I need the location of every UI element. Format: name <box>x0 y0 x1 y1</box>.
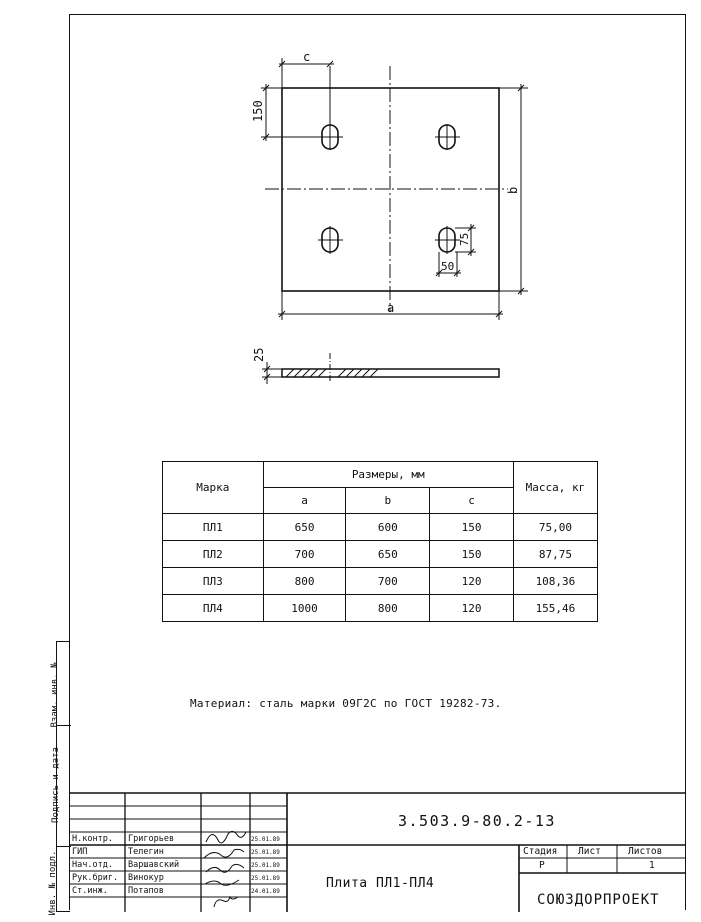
cell-marka: ПЛ4 <box>162 594 264 622</box>
cell-a: 650 <box>262 513 347 541</box>
header-dims: Размеры, мм <box>262 461 514 488</box>
table-row: ПЛ2 700 650 150 87,75 <box>162 540 599 568</box>
sign-date: 25.01.89 <box>251 849 280 856</box>
header-col-a: a <box>262 487 347 514</box>
header-col-c: c <box>429 487 514 514</box>
person-name: Варшавский <box>128 860 180 870</box>
signature-1 <box>205 830 247 844</box>
sign-date: 24.01.89 <box>251 888 280 895</box>
cell-mass: 108,36 <box>512 567 599 595</box>
cell-a: 800 <box>262 567 347 595</box>
role-label: ГИП <box>72 847 88 857</box>
hole-bottom-right <box>438 227 456 253</box>
cell-marka: ПЛ2 <box>162 540 264 568</box>
dim-label-a: a <box>387 301 394 315</box>
plate-section <box>281 368 500 378</box>
stage-label: Стадия <box>523 846 558 857</box>
dim-label-50: 50 <box>441 260 454 273</box>
cell-mass: 155,46 <box>512 594 599 622</box>
hole-top-right <box>438 124 456 150</box>
cell-c: 150 <box>429 540 514 568</box>
sheets-value: 1 <box>649 860 655 871</box>
cell-mass: 75,00 <box>512 513 599 541</box>
cell-c: 150 <box>429 513 514 541</box>
person-name: Потапов <box>128 886 164 896</box>
organization-name: СОЮЗДОРПРОЕКТ <box>537 892 660 908</box>
dim-label-b: b <box>506 187 520 194</box>
signature-2 <box>203 848 245 859</box>
role-label: Н.контр. <box>72 834 113 844</box>
cell-c: 120 <box>429 567 514 595</box>
dim-label-25: 25 <box>252 348 266 362</box>
role-label: Рук.бриг. <box>72 873 119 883</box>
sheets-label: Листов <box>628 846 663 857</box>
section-hatching <box>285 368 379 378</box>
cell-marka: ПЛ1 <box>162 513 264 541</box>
sign-date: 25.01.89 <box>251 862 280 869</box>
sheet-label: Лист <box>578 846 601 857</box>
table-row: ПЛ1 650 600 150 75,00 <box>162 513 599 541</box>
side-stamp-vzam: Взам. инв. № <box>50 662 60 728</box>
cell-a: 700 <box>262 540 347 568</box>
person-name: Винокур <box>128 873 164 883</box>
cell-c: 120 <box>429 594 514 622</box>
signature-5 <box>213 895 239 908</box>
dim-label-150: 150 <box>251 100 265 122</box>
cell-b: 600 <box>345 513 431 541</box>
table-row: ПЛ4 1000 800 120 155,46 <box>162 594 599 622</box>
signatures <box>203 830 247 908</box>
document-code: 3.503.9-80.2-13 <box>398 812 556 830</box>
drawing-title: Плита ПЛ1-ПЛ4 <box>326 876 435 891</box>
table-row: ПЛ3 800 700 120 108,36 <box>162 567 599 595</box>
sign-date: 25.01.89 <box>251 875 280 882</box>
sheet-frame <box>69 14 686 910</box>
role-label: Ст.инж. <box>72 886 108 896</box>
dim-label-75: 75 <box>458 233 471 246</box>
hole-bottom-left <box>321 227 339 253</box>
cell-b: 800 <box>345 594 431 622</box>
plate-drawing: c 150 b a 75 50 25 <box>251 50 528 384</box>
title-block-lines <box>69 792 686 912</box>
hole-top-left <box>321 124 339 150</box>
header-mass: Масса, кг <box>512 461 599 514</box>
person-name: Телегин <box>128 847 164 857</box>
cell-b: 650 <box>345 540 431 568</box>
material-note: Материал: сталь марки 09Г2С по ГОСТ 1928… <box>190 697 502 710</box>
sign-date: 25.01.89 <box>251 836 280 843</box>
cell-b: 700 <box>345 567 431 595</box>
role-label: Нач.отд. <box>72 860 113 870</box>
signature-4 <box>204 879 240 886</box>
cell-a: 1000 <box>262 594 347 622</box>
spec-table: Марка Размеры, мм Масса, кг a b c ПЛ1 65… <box>162 461 599 622</box>
header-marka: Марка <box>162 461 264 514</box>
signature-3 <box>205 863 245 873</box>
person-name: Григорьев <box>128 834 175 844</box>
cell-marka: ПЛ3 <box>162 567 264 595</box>
cell-mass: 87,75 <box>512 540 599 568</box>
stage-value: Р <box>539 860 545 871</box>
dim-label-c: c <box>303 50 310 64</box>
header-col-b: b <box>345 487 431 514</box>
